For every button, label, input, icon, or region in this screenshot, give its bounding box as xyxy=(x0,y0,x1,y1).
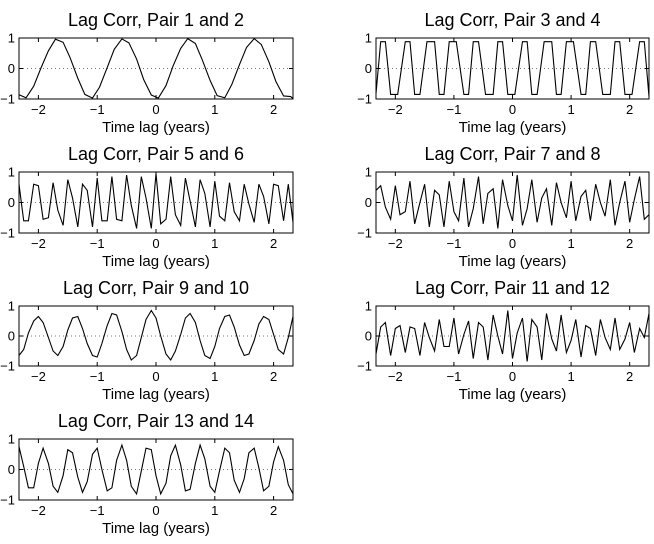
x-tick-label: −2 xyxy=(388,236,403,251)
subplot-title: Lag Corr, Pair 9 and 10 xyxy=(63,278,249,298)
x-tick-label: −2 xyxy=(388,369,403,384)
x-tick-label: −2 xyxy=(31,236,46,251)
subplot-title: Lag Corr, Pair 11 and 12 xyxy=(415,278,610,298)
series-line xyxy=(375,174,650,229)
x-tick-label: −1 xyxy=(447,102,462,117)
y-tick-label: 1 xyxy=(8,31,15,46)
series-line xyxy=(18,37,294,99)
x-tick-label: 2 xyxy=(270,369,277,384)
y-tick-label: 0 xyxy=(365,329,372,344)
y-tick-label: 0 xyxy=(365,195,372,210)
y-tick-label: 0 xyxy=(365,61,372,76)
y-tick-label: 1 xyxy=(365,299,372,314)
x-axis-label: Time lag (years) xyxy=(102,386,210,403)
x-tick-label: −1 xyxy=(90,503,105,518)
x-tick-label: −1 xyxy=(90,236,105,251)
subplot-title: Lag Corr, Pair 5 and 6 xyxy=(68,144,244,164)
subplot-title: Lag Corr, Pair 1 and 2 xyxy=(68,10,244,30)
x-tick-label: −2 xyxy=(31,102,46,117)
x-tick-label: 1 xyxy=(567,236,574,251)
series-line xyxy=(18,443,294,496)
y-tick-label: −1 xyxy=(0,359,15,374)
y-tick-label: 1 xyxy=(8,299,15,314)
subplot-title: Lag Corr, Pair 3 and 4 xyxy=(424,10,600,30)
x-axis-label: Time lag (years) xyxy=(102,119,210,136)
y-tick-label: −1 xyxy=(0,493,15,508)
y-tick-label: 0 xyxy=(8,61,15,76)
x-tick-label: 0 xyxy=(509,102,516,117)
y-tick-label: 0 xyxy=(8,195,15,210)
x-axis-label: Time lag (years) xyxy=(459,119,567,136)
x-tick-label: −2 xyxy=(31,369,46,384)
y-tick-label: −1 xyxy=(357,92,372,107)
x-tick-label: 2 xyxy=(626,236,633,251)
x-tick-label: 2 xyxy=(626,102,633,117)
y-tick-label: −1 xyxy=(0,226,15,241)
x-tick-label: −1 xyxy=(90,102,105,117)
x-tick-label: −1 xyxy=(90,369,105,384)
x-tick-label: 1 xyxy=(211,369,218,384)
x-tick-label: 1 xyxy=(211,102,218,117)
series-line xyxy=(18,309,294,362)
subplot-title: Lag Corr, Pair 13 and 14 xyxy=(58,411,254,431)
y-tick-label: 1 xyxy=(365,165,372,180)
y-tick-label: 1 xyxy=(8,432,15,447)
x-tick-label: 1 xyxy=(211,503,218,518)
x-tick-label: 1 xyxy=(567,102,574,117)
y-tick-label: −1 xyxy=(357,359,372,374)
y-tick-label: −1 xyxy=(0,92,15,107)
subplot-title: Lag Corr, Pair 7 and 8 xyxy=(424,144,600,164)
y-tick-label: 1 xyxy=(8,165,15,180)
x-tick-label: 0 xyxy=(509,369,516,384)
y-tick-label: 1 xyxy=(365,31,372,46)
x-axis-label: Time lag (years) xyxy=(102,520,210,537)
x-tick-label: 2 xyxy=(270,236,277,251)
x-tick-label: 0 xyxy=(152,236,159,251)
x-tick-label: −1 xyxy=(447,369,462,384)
x-tick-label: 0 xyxy=(152,102,159,117)
x-axis-label: Time lag (years) xyxy=(459,253,567,270)
x-tick-label: 2 xyxy=(626,369,633,384)
x-tick-label: 0 xyxy=(152,369,159,384)
y-tick-label: −1 xyxy=(357,226,372,241)
x-tick-label: 1 xyxy=(211,236,218,251)
x-tick-label: 0 xyxy=(152,503,159,518)
y-tick-label: 0 xyxy=(8,462,15,477)
x-tick-label: 2 xyxy=(270,503,277,518)
x-axis-label: Time lag (years) xyxy=(102,253,210,270)
x-tick-label: 1 xyxy=(567,369,574,384)
x-tick-label: 0 xyxy=(509,236,516,251)
x-tick-label: −2 xyxy=(31,503,46,518)
y-tick-label: 0 xyxy=(8,329,15,344)
series-line xyxy=(18,173,294,229)
series-line xyxy=(375,310,650,362)
x-tick-label: 2 xyxy=(270,102,277,117)
series-line xyxy=(375,41,650,97)
x-tick-label: −1 xyxy=(447,236,462,251)
x-axis-label: Time lag (years) xyxy=(459,386,567,403)
x-tick-label: −2 xyxy=(388,102,403,117)
